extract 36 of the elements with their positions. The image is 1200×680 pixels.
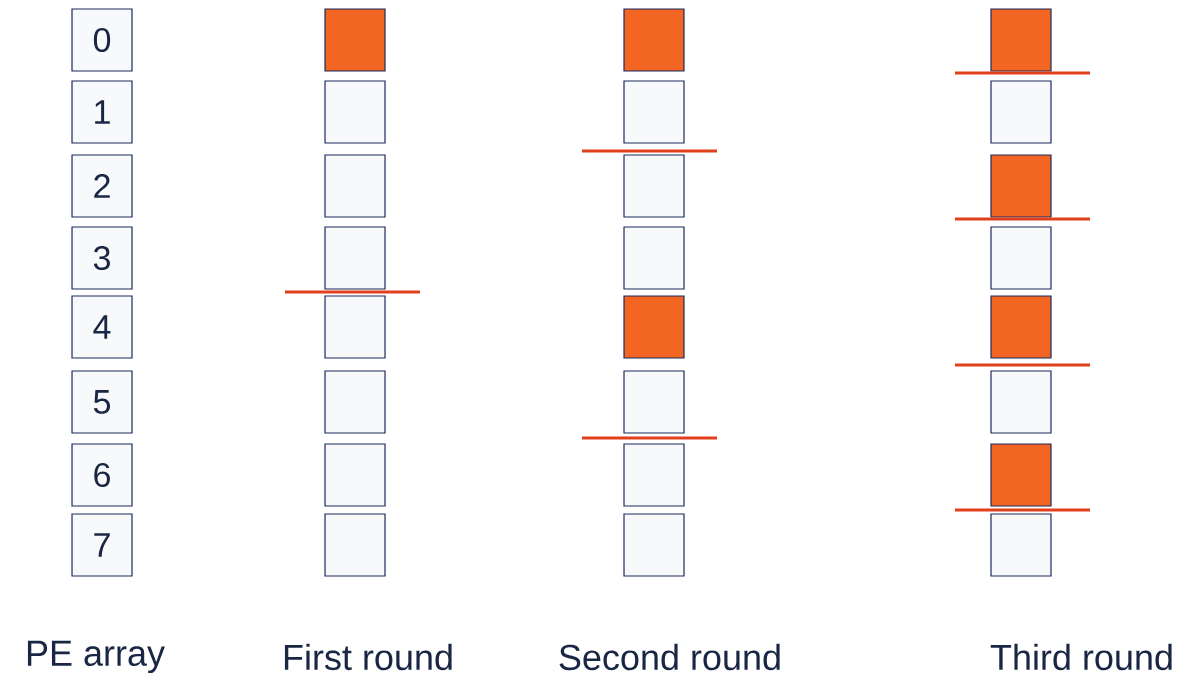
empty-box — [623, 226, 685, 290]
empty-box — [990, 513, 1052, 577]
column-title: Second round — [559, 643, 780, 671]
number-box: 5 — [71, 370, 133, 434]
empty-box — [623, 513, 685, 577]
filled-box — [623, 8, 685, 72]
column-title: First round — [284, 643, 452, 671]
empty-box — [324, 295, 386, 359]
column-title: PE array — [27, 640, 165, 674]
empty-box — [623, 154, 685, 218]
filled-box — [990, 154, 1052, 218]
empty-box — [324, 80, 386, 144]
empty-box — [324, 513, 386, 577]
filled-box — [324, 8, 386, 72]
number-box: 0 — [71, 8, 133, 72]
empty-box — [990, 370, 1052, 434]
number-box: 6 — [71, 443, 133, 507]
empty-box — [324, 226, 386, 290]
empty-box — [623, 80, 685, 144]
column-title: Third round — [990, 643, 1172, 671]
empty-box — [324, 370, 386, 434]
number-box: 4 — [71, 295, 133, 359]
number-box: 3 — [71, 226, 133, 290]
empty-box — [623, 443, 685, 507]
number-box: 2 — [71, 154, 133, 218]
empty-box — [990, 226, 1052, 290]
number-box: 1 — [71, 80, 133, 144]
filled-box — [623, 295, 685, 359]
empty-box — [324, 154, 386, 218]
number-box: 7 — [71, 513, 133, 577]
empty-box — [324, 443, 386, 507]
filled-box — [990, 443, 1052, 507]
filled-box — [990, 8, 1052, 72]
empty-box — [990, 80, 1052, 144]
empty-box — [623, 370, 685, 434]
filled-box — [990, 295, 1052, 359]
